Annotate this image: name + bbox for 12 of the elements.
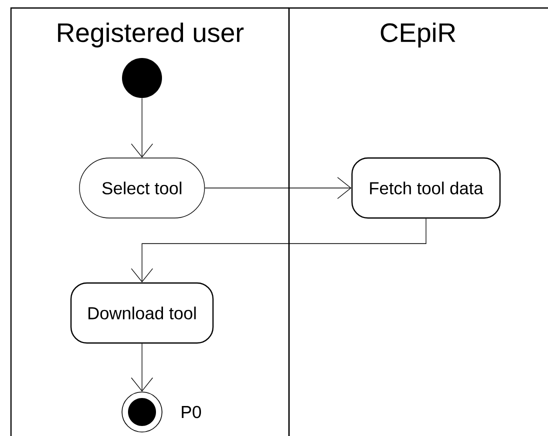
swimlane-heading: CEpiR bbox=[380, 22, 456, 48]
initial-node bbox=[122, 58, 162, 98]
node-label: P0 bbox=[182, 406, 201, 418]
final-node bbox=[122, 392, 162, 432]
activity-box: Download tool bbox=[70, 282, 214, 344]
activity-box: Select tool bbox=[79, 158, 205, 218]
arrow bbox=[131, 343, 153, 392]
arrow bbox=[131, 218, 426, 282]
activity-box: Fetch tool data bbox=[351, 157, 501, 219]
arrow bbox=[204, 177, 352, 199]
swimlane-heading: Registered user bbox=[58, 22, 244, 48]
arrow bbox=[131, 98, 153, 158]
